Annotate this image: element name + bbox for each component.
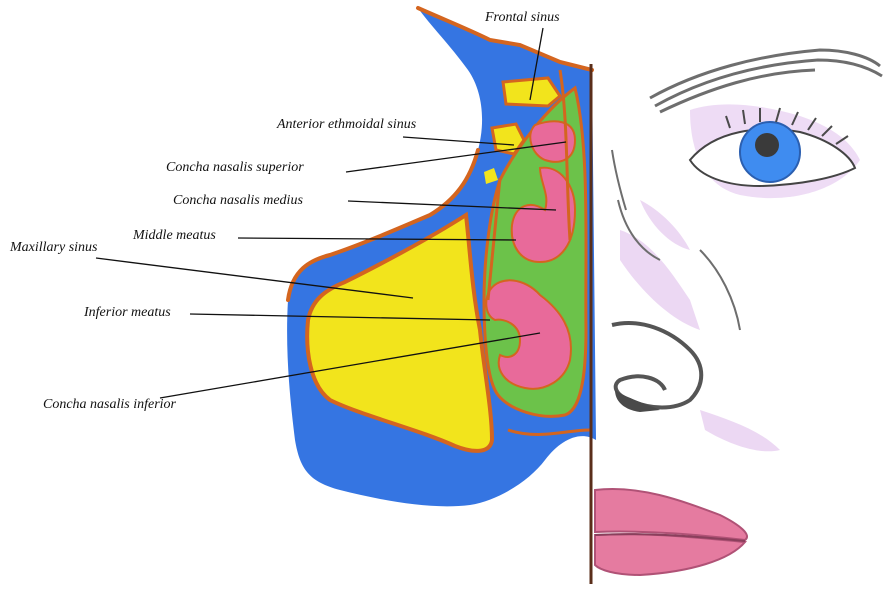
label-anterior-ethmoidal-sinus: Anterior ethmoidal sinus <box>277 117 416 133</box>
label-inferior-meatus: Inferior meatus <box>84 305 171 321</box>
cheek-lilac-lower <box>700 410 780 451</box>
face-sketch <box>595 50 882 575</box>
eyebrow-sketch <box>650 50 882 112</box>
label-frontal-sinus: Frontal sinus <box>485 10 560 26</box>
cheek-shading <box>620 200 700 330</box>
label-middle-meatus: Middle meatus <box>133 228 216 244</box>
label-maxillary-sinus: Maxillary sinus <box>10 240 98 256</box>
nostril-shading <box>615 390 660 412</box>
label-concha-nasalis-inferior: Concha nasalis inferior <box>43 397 176 413</box>
concha-superior-shape <box>530 121 575 161</box>
pupil <box>755 133 779 157</box>
lower-lip <box>595 534 745 575</box>
cross-section <box>287 8 596 506</box>
upper-lip <box>595 489 747 540</box>
label-concha-nasalis-medius: Concha nasalis medius <box>173 193 303 209</box>
label-concha-nasalis-superior: Concha nasalis superior <box>166 160 304 176</box>
nostril-sketch <box>612 323 701 408</box>
